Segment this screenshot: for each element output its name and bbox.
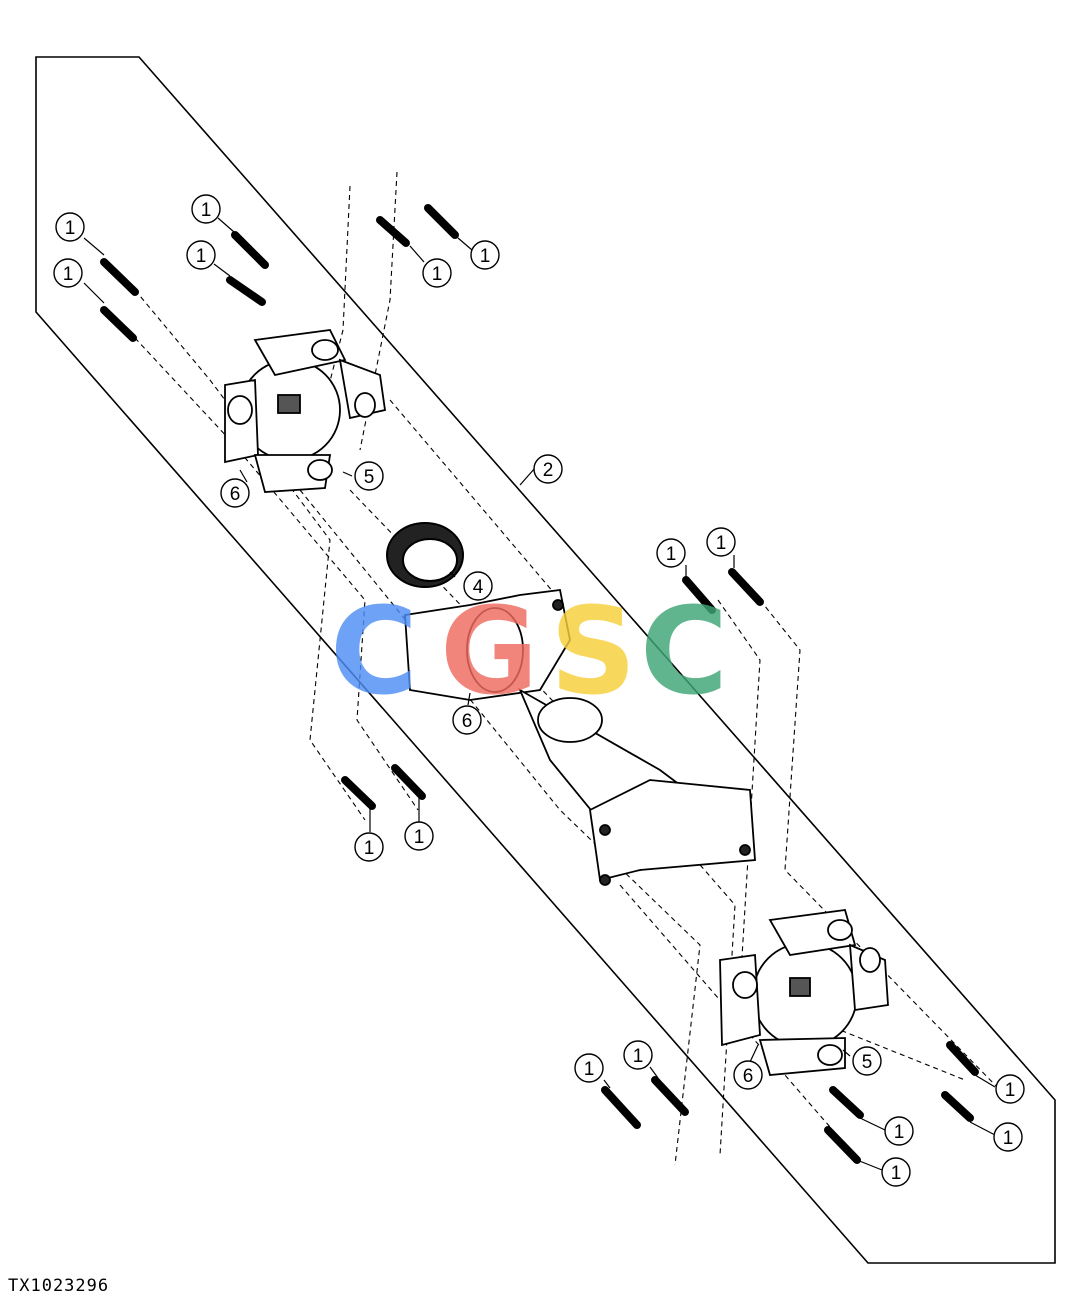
svg-text:1: 1 — [584, 1059, 595, 1080]
svg-text:1: 1 — [196, 246, 207, 267]
callout-bolt: 1 — [995, 1074, 1025, 1104]
group-outline — [35, 56, 1056, 1264]
figure-id: TX1023296 — [8, 1276, 110, 1296]
watermark-letter-3: S — [550, 583, 636, 722]
svg-text:1: 1 — [480, 246, 491, 267]
svg-text:1: 1 — [894, 1122, 905, 1143]
svg-text:1: 1 — [891, 1163, 902, 1184]
svg-text:1: 1 — [364, 838, 375, 859]
svg-text:5: 5 — [364, 467, 375, 488]
callout-bolt: 1 — [191, 194, 221, 224]
svg-text:1: 1 — [1005, 1080, 1016, 1101]
watermark-letter-1: C — [330, 583, 418, 722]
ring-part — [386, 522, 464, 588]
callout-bolt: 1 — [881, 1157, 911, 1187]
svg-text:1: 1 — [1003, 1128, 1014, 1149]
callout-cross-kit: 6 — [220, 478, 250, 508]
bolts — [100, 204, 979, 1164]
callout-shaft: 2 — [533, 454, 563, 484]
svg-text:1: 1 — [414, 827, 425, 848]
callout-ring: 4 — [463, 571, 493, 601]
callout-bolt: 1 — [354, 832, 384, 862]
callout-bolt: 1 — [574, 1053, 604, 1083]
svg-text:6: 6 — [462, 711, 473, 732]
watermark-letter-4: C — [640, 583, 728, 722]
callout-bolt: 1 — [470, 240, 500, 270]
callouts: 1 1 1 1 1 1 1 1 1 1 1 1 1 1 1 1 2 4 5 5 … — [53, 194, 1025, 1187]
svg-text:2: 2 — [543, 460, 554, 481]
callout-bolt: 1 — [404, 821, 434, 851]
callout-bolt: 1 — [993, 1122, 1023, 1152]
callout-bolt: 1 — [706, 527, 736, 557]
lower-universal-joint — [719, 909, 889, 1076]
callout-bolt: 1 — [55, 212, 85, 242]
svg-text:1: 1 — [716, 533, 727, 554]
svg-text:1: 1 — [65, 218, 76, 239]
callout-bolt: 1 — [884, 1116, 914, 1146]
svg-text:6: 6 — [743, 1066, 754, 1087]
svg-text:1: 1 — [201, 200, 212, 221]
watermark: C G S C — [330, 583, 728, 722]
svg-text:1: 1 — [63, 264, 74, 285]
callout-bolt: 1 — [53, 258, 83, 288]
watermark-letter-2: G — [440, 583, 539, 722]
svg-text:4: 4 — [473, 577, 484, 598]
leader-lines — [83, 217, 996, 1171]
callout-bearing-cap: 5 — [354, 461, 384, 491]
svg-text:5: 5 — [862, 1052, 873, 1073]
driveshaft-body — [404, 589, 756, 886]
upper-universal-joint — [224, 329, 387, 493]
callout-cross-kit: 6 — [452, 705, 482, 735]
svg-text:6: 6 — [230, 484, 241, 505]
callout-bolt: 1 — [422, 258, 452, 288]
callout-bearing-cap: 5 — [852, 1046, 882, 1076]
callout-bolt: 1 — [656, 538, 686, 568]
callout-cross-kit: 6 — [733, 1060, 763, 1090]
callout-bolt: 1 — [186, 240, 216, 270]
svg-text:1: 1 — [633, 1046, 644, 1067]
callout-bolt: 1 — [623, 1040, 653, 1070]
svg-text:1: 1 — [666, 544, 677, 565]
svg-text:1: 1 — [432, 264, 443, 285]
